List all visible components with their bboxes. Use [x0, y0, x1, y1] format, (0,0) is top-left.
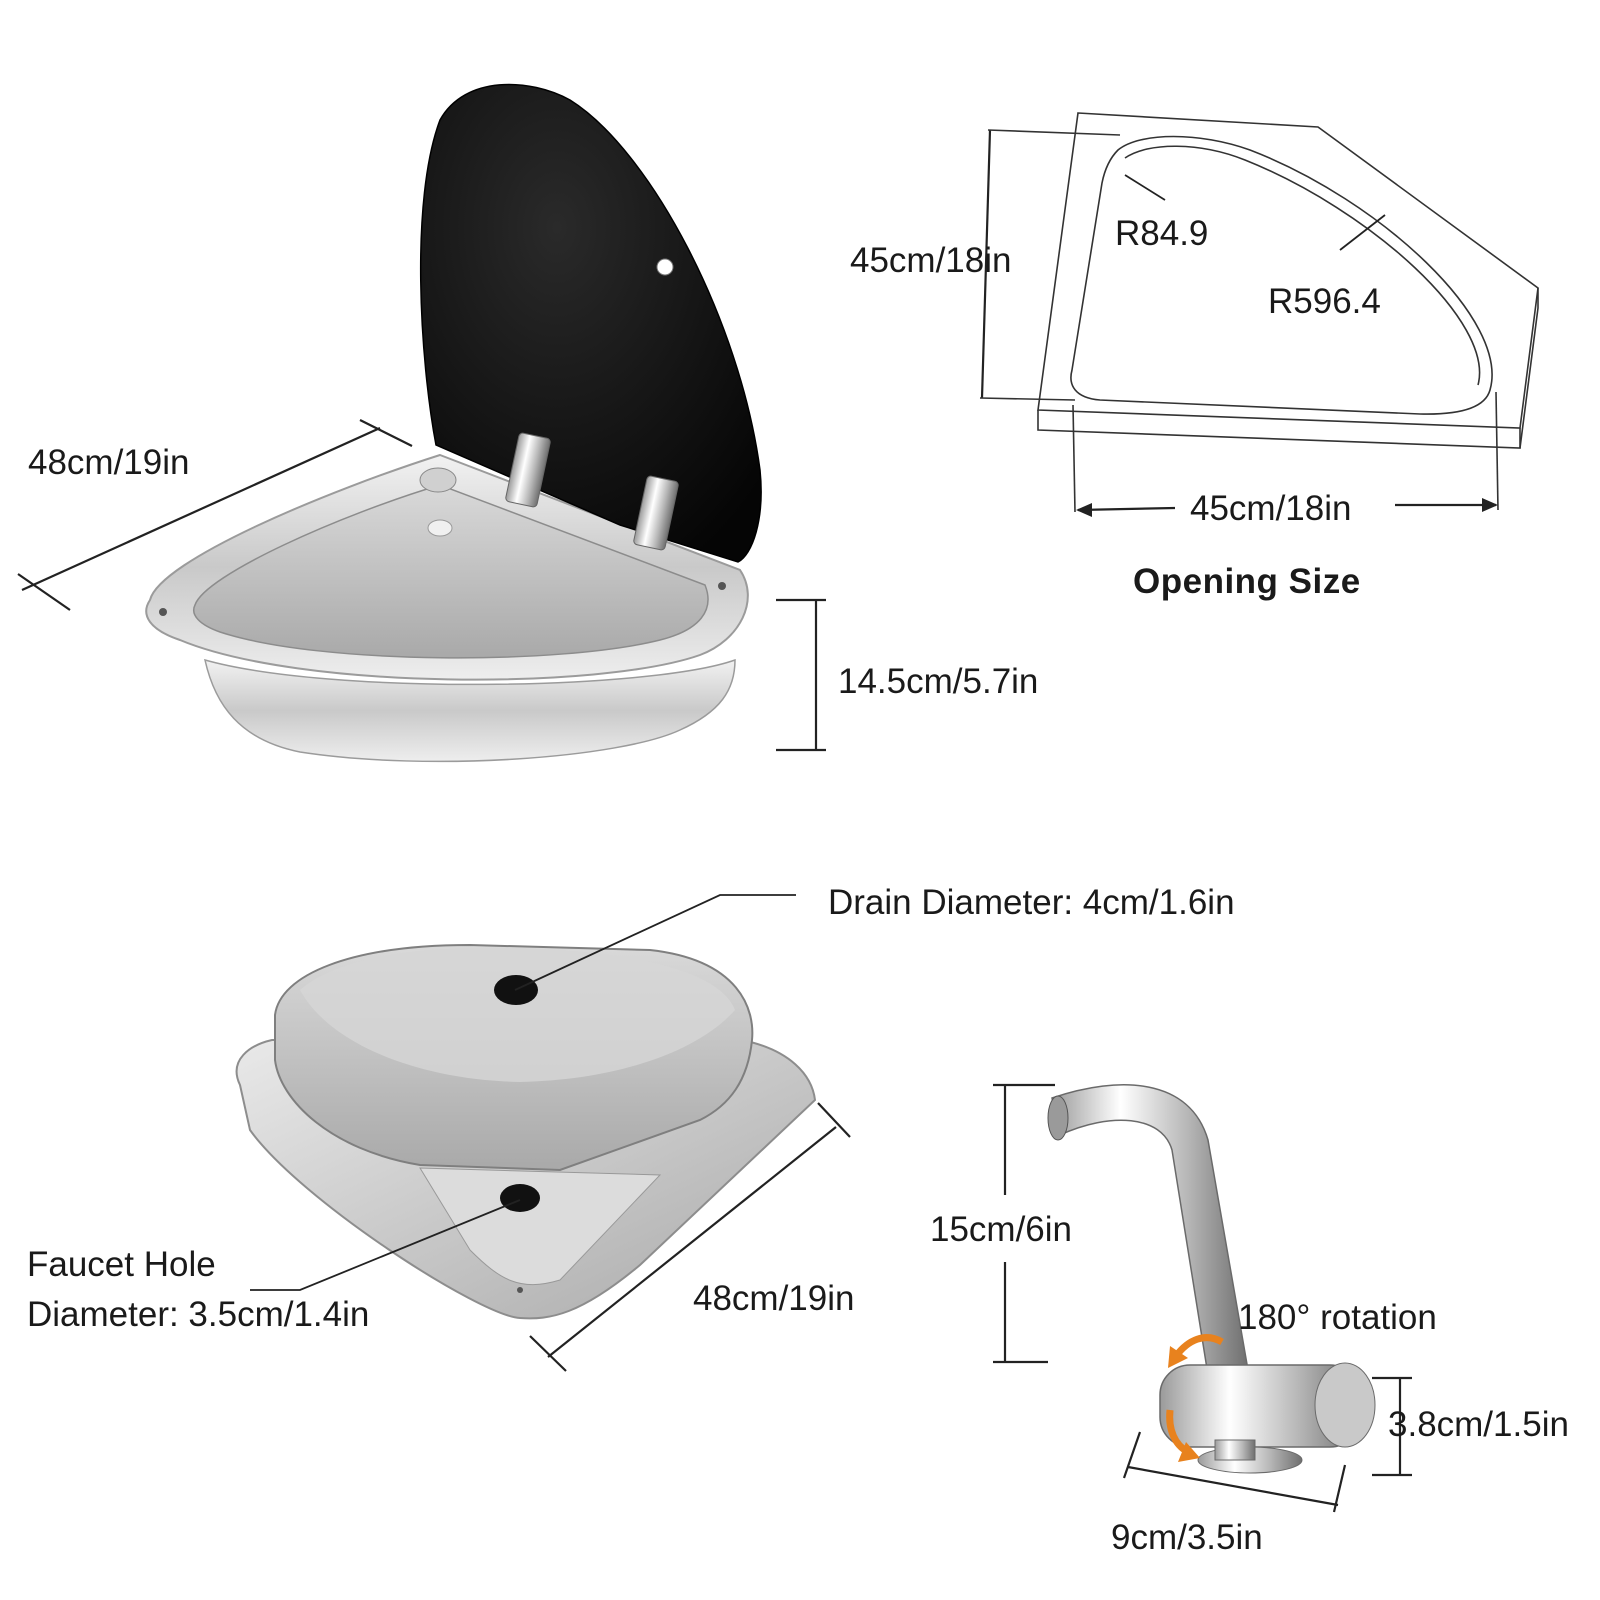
- arrowhead-right-icon: [1482, 498, 1498, 512]
- faucet-hole-callout: Faucet Hole Diameter: 3.5cm/1.4in: [27, 1199, 521, 1334]
- screw-icon: [718, 582, 726, 590]
- sink-top-view: [145, 83, 762, 763]
- radius-small-label: R84.9: [1115, 214, 1208, 253]
- dimension-faucet-base-height: 3.8cm/1.5in: [1372, 1376, 1569, 1477]
- opening-width-label: 45cm/18in: [1190, 489, 1351, 528]
- dimension-faucet-height: 15cm/6in: [930, 1083, 1072, 1364]
- dimension-underside-width: 48cm/19in: [529, 1102, 854, 1372]
- hinge-right: [633, 475, 679, 551]
- faucet-hole: [500, 1184, 540, 1212]
- opening-cutout: [1070, 135, 1493, 415]
- aerator: [1047, 1095, 1069, 1141]
- countertop-outline: [1037, 112, 1539, 429]
- faucet-deck-hole: [419, 467, 457, 493]
- faucet-height-label: 15cm/6in: [930, 1210, 1072, 1249]
- drain-callout: Drain Diameter: 4cm/1.6in: [514, 883, 1235, 991]
- opening-size-drawing: R84.9 R596.4: [1037, 112, 1539, 449]
- drain-diameter-label: Drain Diameter: 4cm/1.6in: [828, 883, 1235, 922]
- hinge-left: [505, 432, 551, 508]
- radius-large-label: R596.4: [1268, 282, 1381, 321]
- sink-height-label: 14.5cm/5.7in: [838, 662, 1038, 701]
- dimension-sink-width: 48cm/19in: [17, 419, 413, 611]
- sink-bowl: [193, 484, 709, 659]
- rotation-label: 180° rotation: [1238, 1298, 1437, 1337]
- faucet-base-height-label: 3.8cm/1.5in: [1388, 1405, 1569, 1444]
- sink-width-label: 48cm/19in: [28, 443, 189, 482]
- screw-icon: [517, 1287, 523, 1293]
- lid-hole: [656, 258, 674, 276]
- arrowhead-left-icon: [1076, 503, 1092, 517]
- opening-height-label: 45cm/18in: [850, 241, 1011, 280]
- dimension-opening-width: 45cm/18in: [1072, 391, 1499, 528]
- faucet-view: [1047, 1084, 1376, 1474]
- faucet-base-width-label: 9cm/3.5in: [1111, 1518, 1263, 1557]
- drain-spot: [427, 519, 453, 537]
- glass-lid: [419, 83, 762, 563]
- dimension-sink-height: 14.5cm/5.7in: [776, 598, 1038, 752]
- screw-icon: [159, 608, 167, 616]
- faucet-hole-label-line1: Faucet Hole: [27, 1245, 216, 1284]
- opening-size-caption: Opening Size: [1133, 562, 1361, 601]
- underside-width-label: 48cm/19in: [693, 1279, 854, 1318]
- dimension-opening-height: 45cm/18in: [850, 129, 1121, 401]
- sink-body: [203, 658, 736, 763]
- dimension-faucet-base-width: 9cm/3.5in: [1111, 1431, 1347, 1557]
- faucet-hole-label-line2: Diameter: 3.5cm/1.4in: [27, 1295, 369, 1334]
- faucet-deck: [419, 1167, 662, 1286]
- faucet-spout: [1051, 1084, 1249, 1376]
- sink-underside-view: [235, 943, 817, 1320]
- faucet-cap: [1314, 1362, 1376, 1448]
